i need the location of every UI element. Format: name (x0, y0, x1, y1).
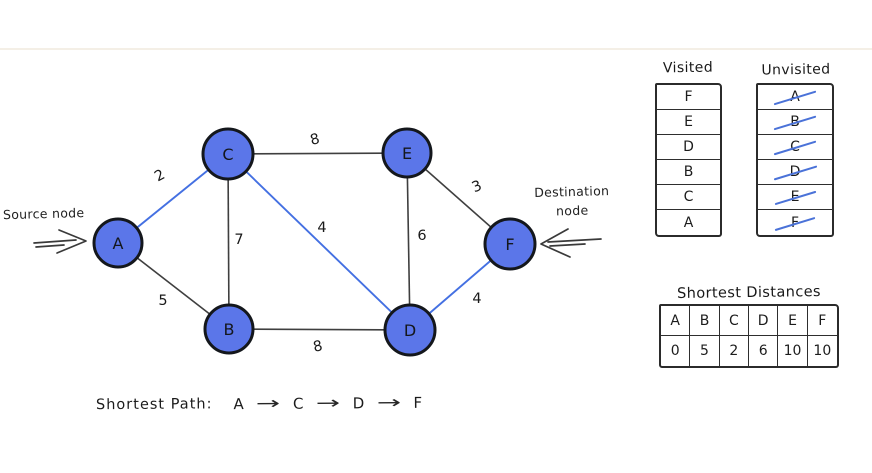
unvisited-table: A B C D E F (756, 83, 834, 237)
node-F-label: F (505, 235, 514, 254)
distances-header-cell: A (661, 306, 691, 336)
node-D: D (383, 303, 437, 357)
visited-row: E (657, 110, 720, 135)
visited-item: B (683, 164, 694, 180)
dijkstra-graph: 2 5 8 7 4 3 6 8 4 A B C (33, 127, 602, 357)
visited-title: Visited (662, 59, 714, 77)
unvisited-item-crossed: F (786, 215, 804, 231)
shortest-path-node: F (413, 393, 423, 412)
node-D-label: D (404, 321, 416, 340)
distances-header-cell: E (778, 306, 808, 336)
edge-weight-E-D: 6 (417, 228, 426, 244)
destination-node-label: Destination node (530, 181, 615, 221)
distances-value-cell: 0 (661, 336, 691, 366)
shortest-path-summary: Shortest Path: A → C → D → F (96, 393, 423, 415)
node-C-label: C (222, 145, 233, 164)
edge-weight-A-C: 2 (152, 167, 168, 185)
distances-header-cell: B (690, 306, 720, 336)
distances-value-cell: 10 (813, 343, 832, 359)
unvisited-item-crossed: D (785, 164, 806, 180)
edge-E-D (406, 152, 411, 331)
node-D-circle (383, 303, 437, 357)
visited-item: E (684, 114, 693, 130)
unvisited-item-crossed: E (786, 189, 805, 205)
visited-row: C (657, 185, 720, 210)
path-arrow-icon: → (255, 393, 282, 415)
edge-weight-C-B: 7 (234, 232, 243, 248)
unvisited-row: A (758, 85, 832, 110)
destination-arrow-icon (540, 228, 602, 258)
visited-row: B (657, 160, 720, 185)
visited-table: F E D B C A (655, 83, 722, 237)
edge-weight-A-B: 5 (158, 293, 167, 309)
node-A-label: A (113, 234, 124, 253)
path-arrow-icon: → (376, 393, 402, 414)
node-C: C (201, 127, 255, 181)
visited-item: C (683, 189, 694, 205)
node-F: F (483, 217, 537, 271)
distances-header-cell: D (749, 306, 779, 336)
visited-item: A (683, 214, 694, 231)
distances-value-cell: 5 (690, 336, 720, 366)
unvisited-item-crossed: A (785, 89, 805, 105)
edge-weight-B-D: 8 (312, 338, 324, 356)
shortest-path-node: A (233, 395, 245, 414)
node-F-circle (483, 217, 537, 271)
shortest-path-label: Shortest Path: (95, 396, 213, 414)
node-B-circle (203, 303, 255, 355)
edge-weight-C-E: 8 (309, 131, 322, 149)
node-B: B (203, 303, 255, 355)
unvisited-row: D (758, 160, 832, 185)
visited-item: D (683, 139, 694, 155)
unvisited-row: F (758, 210, 832, 235)
visited-row: F (657, 85, 720, 110)
edge-weight-D-F: 4 (472, 291, 481, 307)
node-E: E (381, 127, 433, 179)
visited-row: D (657, 135, 720, 160)
node-B-label: B (224, 320, 235, 339)
edge-C-E (227, 152, 408, 155)
distances-value-cell: 10 (778, 336, 808, 366)
faint-horizontal-line (0, 48, 872, 50)
edge-B-D (228, 328, 411, 331)
distances-header-cell: F (807, 306, 837, 336)
shortest-distances-table: A B C D E F 0 5 2 6 10 10 (659, 304, 839, 368)
shortest-distances-title: Shortest Distances (676, 283, 822, 303)
unvisited-row: E (758, 185, 832, 210)
path-arrow-icon: → (315, 393, 341, 414)
distances-value-cell: 6 (749, 336, 779, 366)
destination-label-line2: node (555, 202, 589, 219)
unvisited-item-crossed: B (785, 114, 805, 130)
source-node-label: Source node (2, 205, 85, 223)
node-A: A (92, 217, 144, 269)
node-C-circle (201, 127, 255, 181)
source-arrow-icon (33, 229, 87, 254)
edge-C-B (227, 153, 230, 330)
distances-header-cell: C (719, 306, 749, 336)
unvisited-title: Unvisited (761, 61, 831, 79)
node-E-label: E (402, 144, 412, 163)
edge-C-D (227, 153, 411, 331)
unvisited-row: B (758, 110, 832, 135)
unvisited-row: C (758, 135, 832, 160)
unvisited-item-crossed: C (785, 139, 805, 155)
visited-row: A (657, 210, 720, 235)
destination-label-line1: Destination (534, 183, 610, 200)
node-E-circle (381, 127, 433, 179)
edge-weight-E-F: 3 (470, 178, 485, 196)
shortest-path-node: C (292, 394, 304, 413)
node-A-circle (92, 217, 144, 269)
graph-edges (117, 152, 511, 331)
distances-value-cell: 2 (720, 336, 749, 366)
edge-weight-C-D: 4 (317, 220, 326, 236)
visited-item: F (684, 89, 693, 105)
shortest-path-node: D (352, 394, 365, 413)
graph-nodes: A B C D E F (92, 127, 537, 357)
